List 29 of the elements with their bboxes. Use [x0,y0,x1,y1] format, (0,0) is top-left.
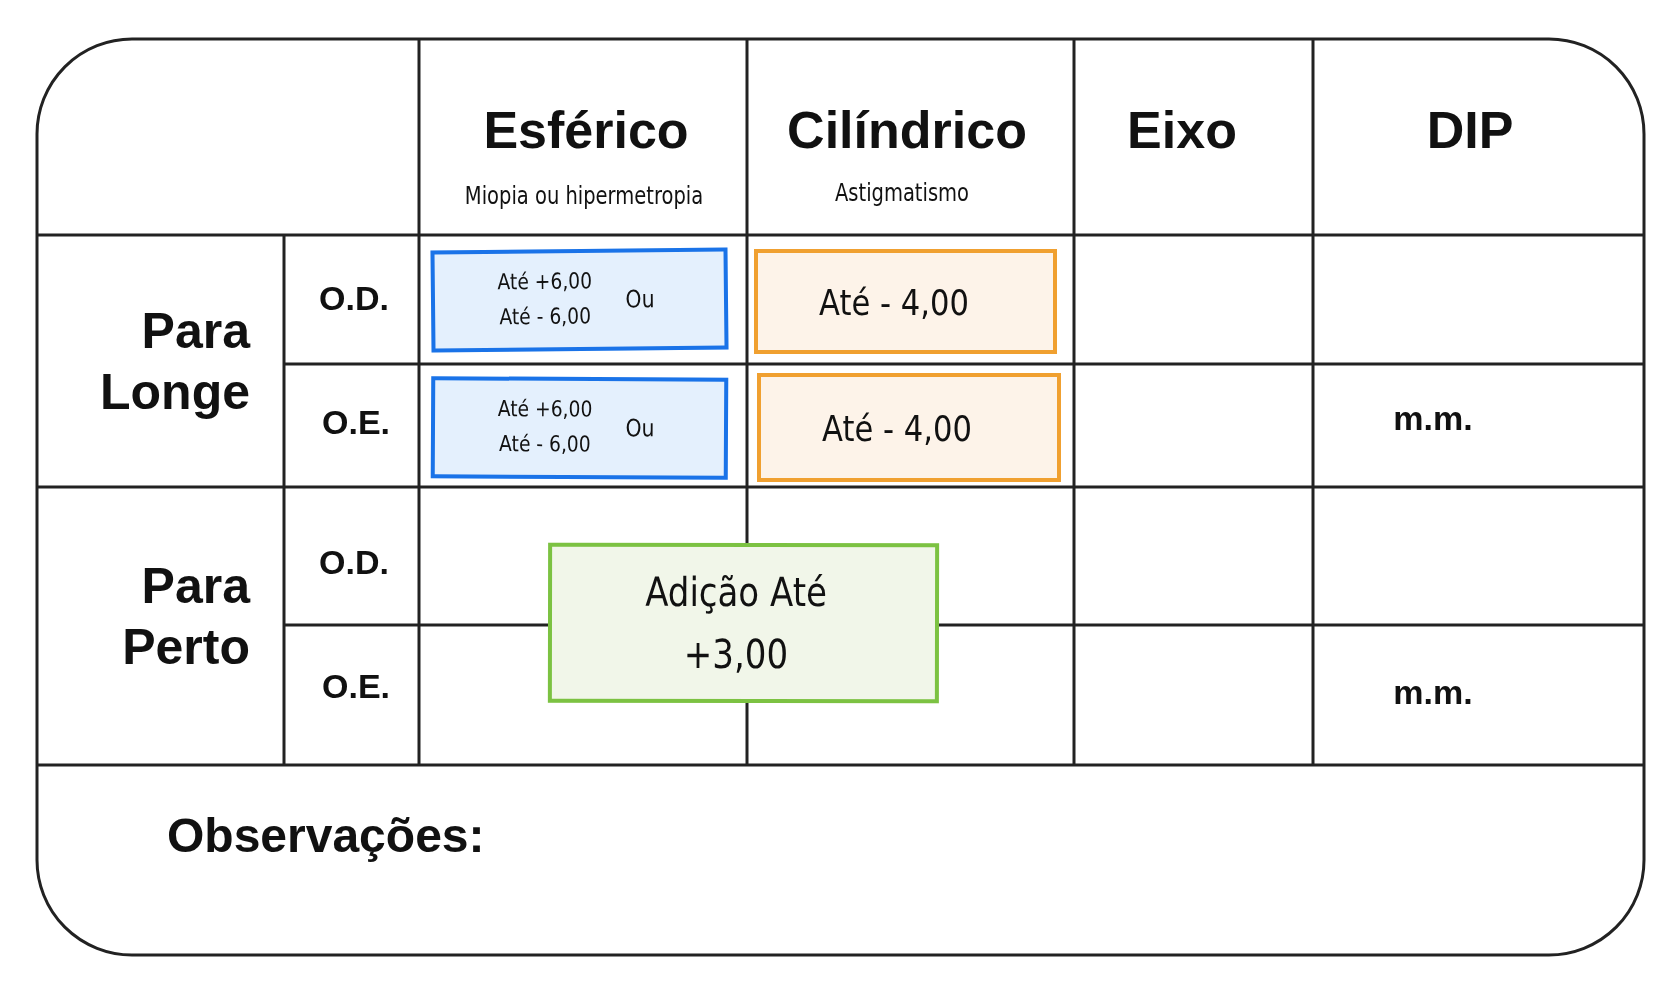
unit-label: m.m. [1393,672,1473,712]
value-text: Até - 6,00 [498,431,591,457]
eye-label: O.E. [322,402,390,442]
eye-label: O.D. [319,278,389,318]
column-header: Cilíndrico [787,100,1027,160]
value-text: Até - 6,00 [499,303,591,330]
column-header: Eixo [1127,100,1237,160]
or-text: Ou [625,414,655,443]
value-text: Até +6,00 [497,396,593,422]
value-text: Até +6,00 [497,268,593,295]
notes-label: Observações: [167,807,485,863]
row-group-label: Para Perto [121,557,250,677]
unit-label: m.m. [1393,398,1473,438]
eye-label: O.E. [322,666,390,706]
column-header: Esférico [483,100,689,160]
cylinder-value-box [754,249,1057,354]
sphere-value-box [430,376,729,480]
eye-label: O.D. [319,542,389,582]
row-group-label: Para Longe [99,302,250,422]
addition-value-box [547,542,940,704]
or-text: Ou [625,285,655,314]
value-text: Adição Até +3,00 [643,567,828,680]
column-subtitle: Astigmatismo [835,177,969,207]
value-text: Até - 4,00 [822,407,973,448]
column-subtitle: Miopia ou hipermetropia [464,180,704,210]
cylinder-value-box [757,373,1061,482]
column-header: DIP [1426,100,1514,160]
sphere-value-box [430,247,729,353]
value-text: Até - 4,00 [818,281,969,322]
